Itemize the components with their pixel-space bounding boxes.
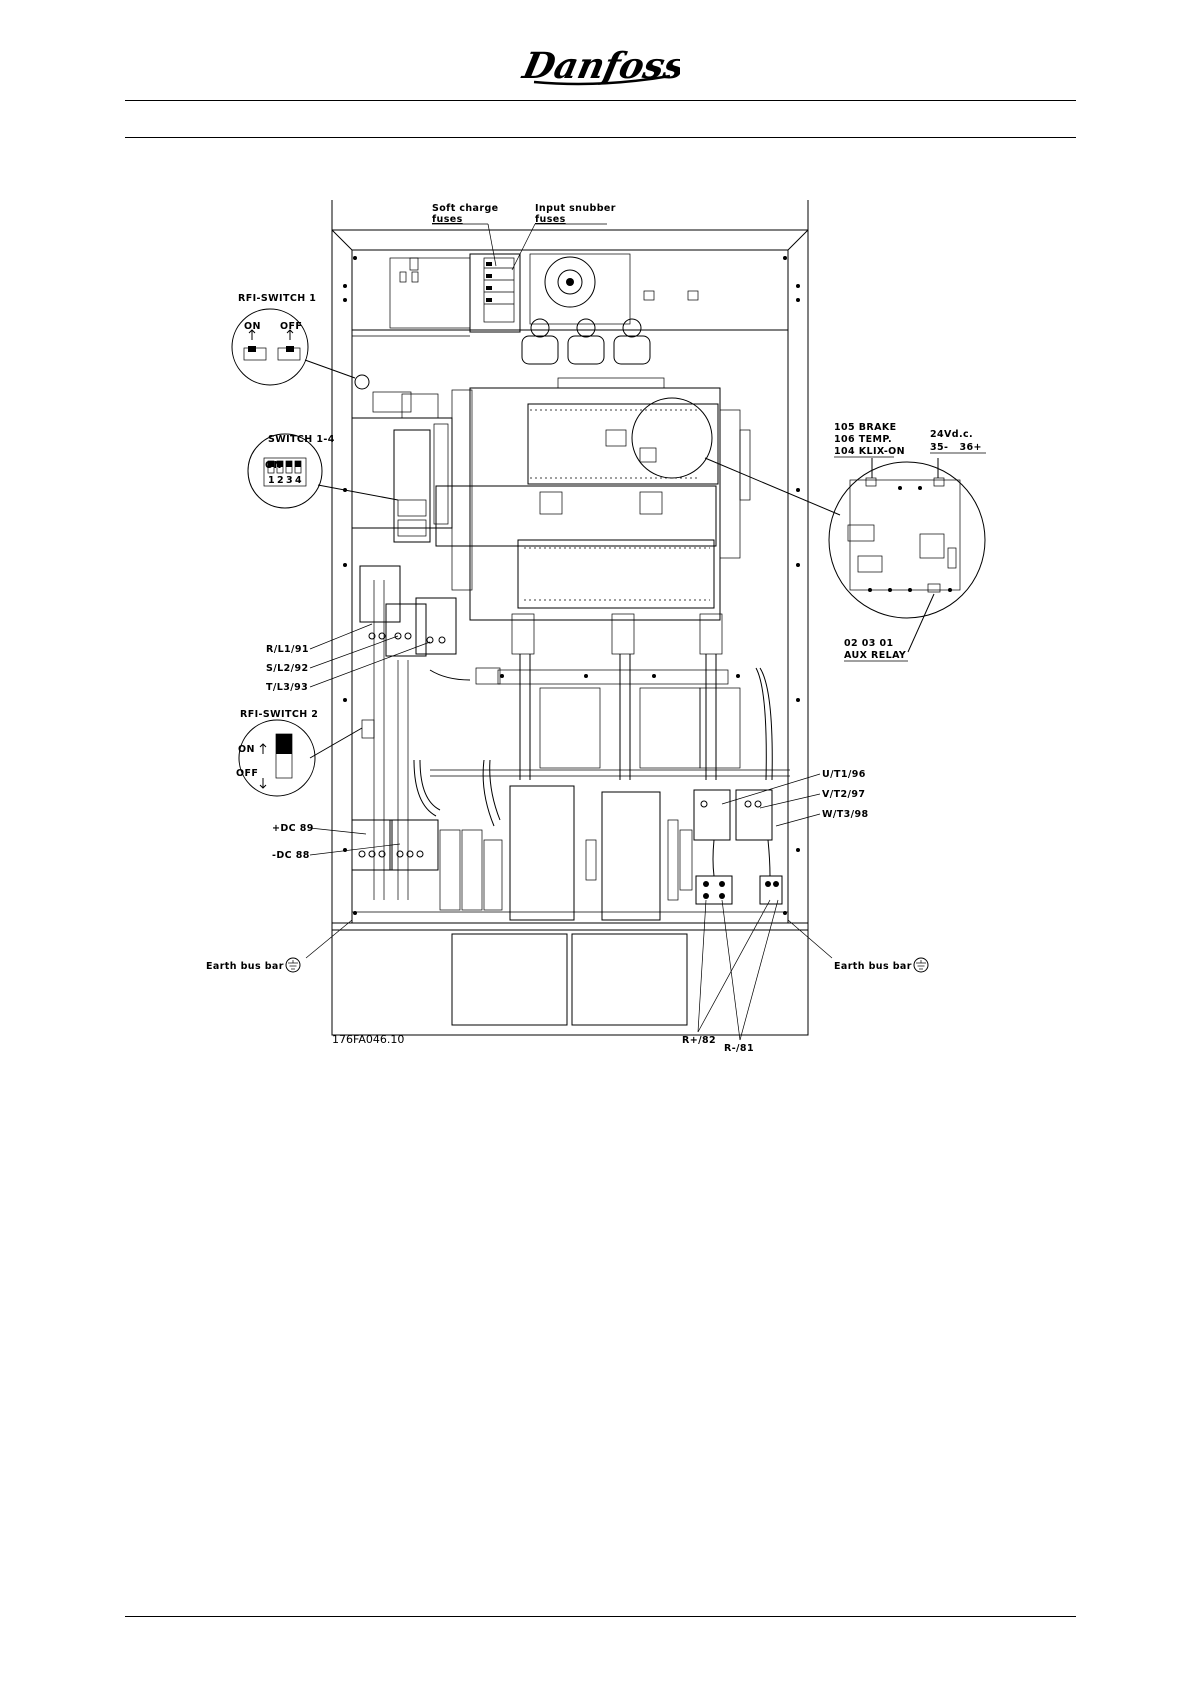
earth-bus-bar-right-label: Earth bus bar <box>834 961 912 972</box>
earth-bus-bar-left-label: Earth bus bar <box>206 961 284 972</box>
switch-num-4: 4 <box>295 475 302 486</box>
rfi-switch-1-label: RFI-SWITCH 1 <box>238 293 316 304</box>
vdc-supply-label: 24Vd.c. <box>930 429 973 440</box>
dc-plus-label: +DC 89 <box>272 823 314 834</box>
aux-relay-label: AUX RELAY <box>844 650 906 661</box>
w-t3-label: W/T3/98 <box>822 809 869 820</box>
rfi-switch-2-off-label: OFF <box>236 768 258 779</box>
left-components <box>352 375 502 910</box>
u-t1-label: U/T1/96 <box>822 769 866 780</box>
soft-charge-label-line2: fuses <box>432 214 463 225</box>
vdc-terminals-label: 35- 36+ <box>930 442 982 453</box>
relay-numbers-label: 02 03 01 <box>844 638 893 649</box>
earth-bus-bar-right: Earth bus bar <box>788 920 928 972</box>
snubber-capacitors <box>522 319 650 364</box>
upper-components <box>352 254 788 388</box>
s-l2-label: S/L2/92 <box>266 663 308 674</box>
dc-minus-label: -DC 88 <box>272 850 310 861</box>
input-snubber-label-line2: fuses <box>535 214 566 225</box>
switch-1-4-detail <box>248 434 398 508</box>
temp-terminal-label: 106 TEMP. <box>834 434 892 445</box>
input-snubber-label-line1: Input snubber <box>535 203 616 214</box>
t-l3-label: T/L3/93 <box>266 682 308 693</box>
input-snubber-label: Input snubber fuses <box>512 203 616 270</box>
v-t2-label: V/T2/97 <box>822 789 865 800</box>
switch-num-1: 1 <box>268 475 275 486</box>
klix-on-terminal-label: 104 KLIX-ON <box>834 446 905 457</box>
switch-num-2: 2 <box>277 475 284 486</box>
switch-1-4-label: SWITCH 1-4 <box>268 434 335 445</box>
rfi-switch-2-detail <box>239 720 362 796</box>
drawing-code: 176FA046.10 <box>332 1033 404 1046</box>
switch-on-label: ON <box>265 460 282 471</box>
soft-charge-label: Soft charge fuses <box>432 203 498 266</box>
rfi-switch-1-off-label: OFF <box>280 321 302 332</box>
earth-bus-bar-left: Earth bus bar <box>206 920 352 972</box>
brake-terminal-label: 105 BRAKE <box>834 422 897 433</box>
cabinet-frame <box>332 200 808 1035</box>
r-plus-label: R+/82 <box>682 1035 716 1046</box>
switch-num-3: 3 <box>286 475 293 486</box>
motor-output-labels: U/T1/96 V/T2/97 W/T3/98 <box>722 769 869 826</box>
rfi-switch-2-on-label: ON <box>238 744 255 755</box>
r-l1-label: R/L1/91 <box>266 644 309 655</box>
soft-charge-label-line1: Soft charge <box>432 203 498 214</box>
r-minus-label: R-/81 <box>724 1043 754 1054</box>
rfi-switch-2-label: RFI-SWITCH 2 <box>240 709 318 720</box>
dc-labels: +DC 89 -DC 88 <box>272 823 400 861</box>
rfi-switch-1-on-label: ON <box>244 321 261 332</box>
